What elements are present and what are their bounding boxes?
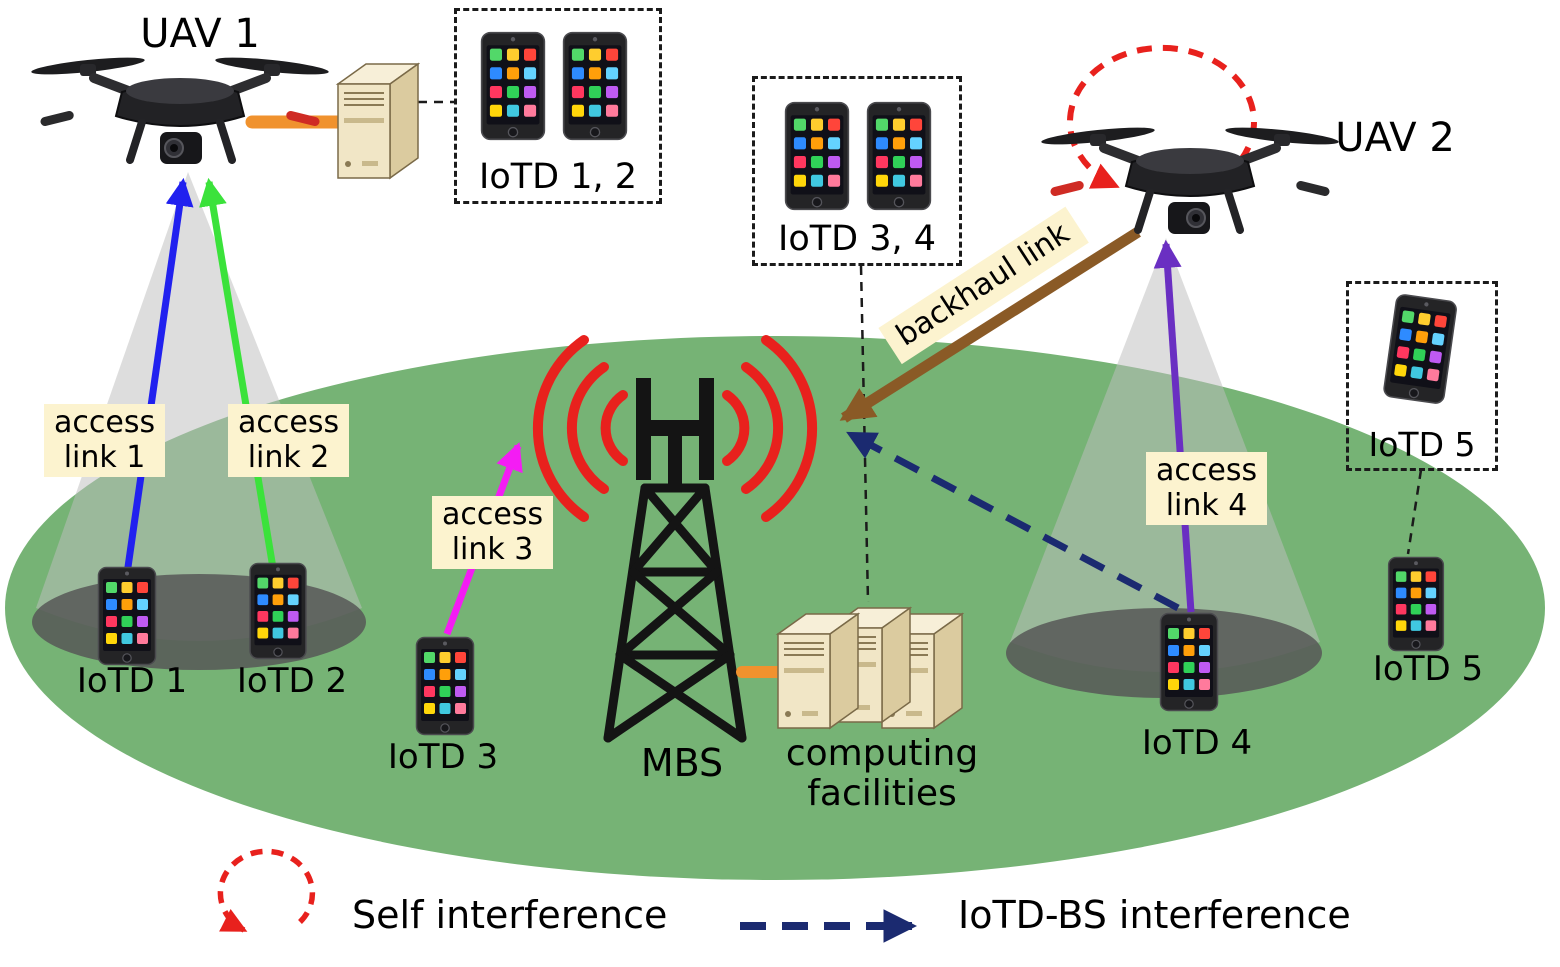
access-link-1-tag: access link 1: [44, 404, 166, 477]
uav2-drone: [1041, 124, 1340, 234]
iotd-bs-interference-arrow: [846, 430, 1180, 612]
iotd1-label: IoTD 1: [76, 661, 188, 701]
iotd2-label: IoTD 2: [236, 661, 348, 701]
backhaul-link-arrow: [839, 227, 1141, 423]
iotd4-label: IoTD 4: [1141, 723, 1253, 763]
mbs-label: MBS: [640, 741, 724, 785]
uav1-beam-cone: [36, 172, 362, 641]
legend-self-interference-label: Self interference: [352, 893, 668, 937]
box5-iotd5-connector: [1406, 469, 1423, 555]
uav1-edge-server: [337, 63, 419, 179]
mbs-tower: [636, 378, 714, 492]
access-link-4-tag: access link 4: [1146, 452, 1268, 525]
box-iotd12: IoTD 1, 2: [454, 8, 662, 204]
mbs-radio-waves: [532, 335, 818, 522]
box-iotd34: IoTD 3, 4: [752, 76, 962, 266]
uav1-beam-footprint: [32, 574, 366, 670]
mbs-lattice: [603, 483, 747, 743]
box-iotd34-label: IoTD 3, 4: [778, 219, 936, 259]
uav1-label: UAV 1: [140, 11, 260, 57]
box-iotd12-label: IoTD 1, 2: [479, 157, 637, 197]
iotd5-label: IoTD 5: [1372, 649, 1484, 689]
computing-server-1: [777, 613, 859, 729]
computing-facilities: [777, 607, 963, 729]
iotd4-phone: [1159, 612, 1219, 712]
access-link-1-arrow: [123, 177, 194, 575]
access-link-2-arrow: [199, 177, 277, 569]
box-iotd5-label: IoTD 5: [1368, 425, 1476, 464]
computing-facilities-label: computing facilities: [785, 733, 979, 815]
iotd1-phone: [97, 566, 157, 666]
access-link-3-tag: access link 3: [432, 496, 554, 569]
iotd3-label: IoTD 3: [387, 737, 499, 777]
uav2-label: UAV 2: [1335, 115, 1455, 161]
iotd3-phone: [415, 636, 475, 736]
access-link-2-tag: access link 2: [228, 404, 350, 477]
access-link-4-arrow: [1153, 239, 1195, 613]
uav1-drone: [31, 54, 330, 164]
iotd5-phone: [1387, 556, 1445, 652]
box-iotd5: IoTD 5: [1346, 281, 1498, 471]
legend-self-interference-icon: [217, 848, 316, 933]
iotd2-phone: [249, 562, 307, 660]
legend-iotd-bs-interference-label: IoTD-BS interference: [958, 893, 1351, 937]
